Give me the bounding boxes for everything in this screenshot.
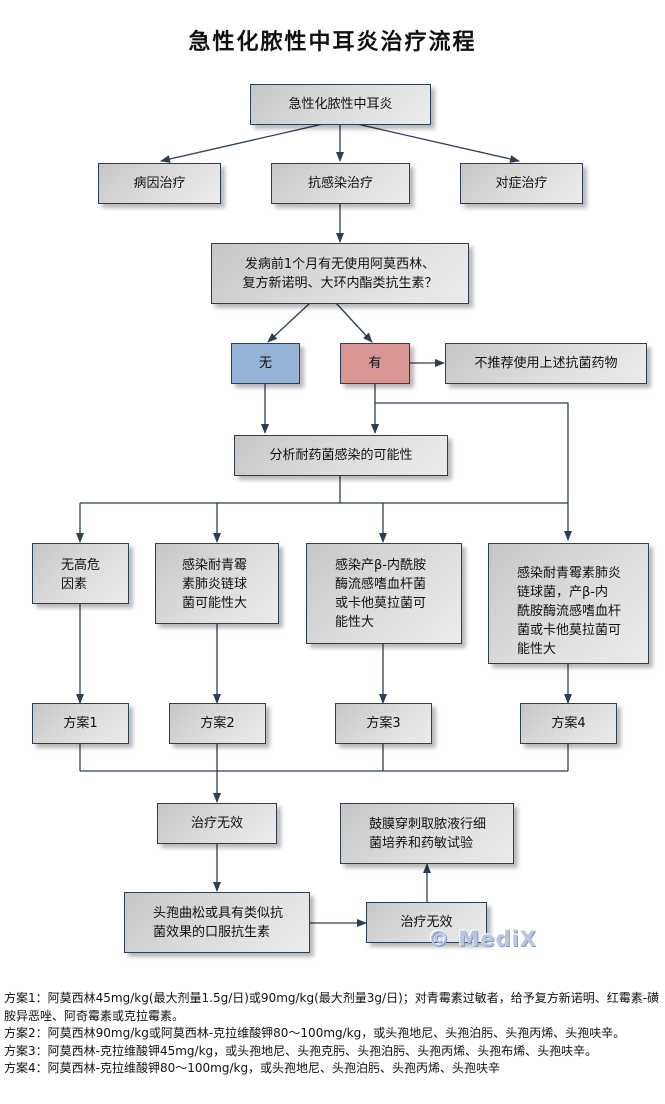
node-ineffective-1: 治疗无效 bbox=[157, 803, 277, 844]
node-ceph-label: 头孢曲松或具有类似抗 菌效果的口服抗生素 bbox=[153, 905, 284, 940]
node-plan1: 方案1 bbox=[32, 703, 129, 744]
edge-question-no bbox=[267, 302, 311, 343]
node-risk4: 感染耐青霉素肺炎 链球菌，产β-内 酰胺酶流感嗜血杆 菌或卡他莫拉菌可 能性大 bbox=[488, 543, 649, 664]
node-plan2: 方案2 bbox=[169, 703, 266, 744]
node-anti-infection-label: 抗感染治疗 bbox=[307, 176, 373, 191]
note-plan2: 方案2：阿莫西林90mg/kg或阿莫西林-克拉维酸钾80～100mg/kg，或头… bbox=[4, 1026, 626, 1040]
node-no-label: 无 bbox=[258, 356, 272, 371]
node-culture-label: 鼓膜穿刺取脓液行细 菌培养和药敏试验 bbox=[369, 816, 487, 851]
node-ineffective-2-label: 治疗无效 bbox=[400, 915, 453, 930]
node-ineffective-2: 治疗无效 bbox=[366, 902, 487, 943]
edge-root-symptomatic bbox=[356, 123, 520, 163]
node-yes: 有 bbox=[340, 343, 410, 384]
node-etiology: 病因治疗 bbox=[98, 163, 221, 204]
medix-watermark: © MediX bbox=[428, 927, 537, 951]
node-risk4-label: 感染耐青霉素肺炎 链球菌，产β-内 酰胺酶流感嗜血杆 菌或卡他莫拉菌可 能性大 bbox=[517, 566, 622, 657]
node-yes-label: 有 bbox=[368, 356, 382, 371]
node-symptomatic-label: 对症治疗 bbox=[495, 176, 548, 191]
page-title: 急性化脓性中耳炎治疗流程 bbox=[188, 30, 477, 55]
node-risk2-label: 感染耐青霉 素肺炎链球 菌可能性大 bbox=[182, 558, 248, 611]
node-no: 无 bbox=[231, 343, 300, 384]
node-plan4: 方案4 bbox=[520, 703, 617, 744]
note-plan4: 方案4：阿莫西林-克拉维酸钾80～100mg/kg，或头孢地尼、头孢泊肟、头孢丙… bbox=[4, 1061, 501, 1075]
node-plan1-label: 方案1 bbox=[63, 716, 98, 731]
node-plan3: 方案3 bbox=[335, 703, 432, 744]
node-analyze-label: 分析耐药菌感染的可能性 bbox=[269, 448, 413, 463]
node-symptomatic: 对症治疗 bbox=[460, 163, 583, 204]
note-plan1: 方案1：阿莫西林45mg/kg(最大剂量1.5g/日)或90mg/kg(最大剂量… bbox=[4, 991, 660, 1023]
node-root-label: 急性化脓性中耳炎 bbox=[288, 97, 393, 112]
node-ineffective-1-label: 治疗无效 bbox=[190, 816, 243, 831]
edge-yes-risk4 bbox=[375, 402, 572, 541]
node-risk1-label: 无高危 因素 bbox=[61, 558, 101, 592]
node-risk2: 感染耐青霉 素肺炎链球 菌可能性大 bbox=[155, 543, 279, 624]
node-not-recommended-label: 不推荐使用上述抗菌药物 bbox=[474, 356, 618, 371]
node-risk3: 感染产β-内酰胺 酶流感嗜血杆菌 或卡他莫拉菌可 能性大 bbox=[306, 543, 462, 644]
node-anti-infection: 抗感染治疗 bbox=[271, 163, 410, 204]
node-etiology-label: 病因治疗 bbox=[133, 176, 186, 191]
edge-question-yes bbox=[335, 302, 373, 343]
note-plan3: 方案3：阿莫西林-克拉维酸钾45mg/kg，或头孢地尼、头孢克肟、头孢泊肟、头孢… bbox=[4, 1043, 598, 1058]
node-culture: 鼓膜穿刺取脓液行细 菌培养和药敏试验 bbox=[340, 803, 514, 864]
node-question: 发病前1个月有无使用阿莫西林、 复方新诺明、大环内酯类抗生素？ bbox=[211, 243, 469, 304]
node-risk3-label: 感染产β-内酰胺 酶流感嗜血杆菌 或卡他莫拉菌可 能性大 bbox=[335, 558, 427, 630]
node-question-label: 发病前1个月有无使用阿莫西林、 复方新诺明、大环内酯类抗生素？ bbox=[242, 256, 438, 291]
plan-notes: 方案1：阿莫西林45mg/kg(最大剂量1.5g/日)或90mg/kg(最大剂量… bbox=[4, 990, 664, 1078]
node-root: 急性化脓性中耳炎 bbox=[250, 84, 431, 125]
node-analyze: 分析耐药菌感染的可能性 bbox=[234, 435, 448, 476]
node-plan4-label: 方案4 bbox=[551, 716, 586, 731]
node-not-recommended: 不推荐使用上述抗菌药物 bbox=[445, 343, 647, 384]
node-plan2-label: 方案2 bbox=[200, 716, 235, 731]
node-plan3-label: 方案3 bbox=[366, 716, 401, 731]
edge-root-etiology bbox=[160, 123, 324, 163]
node-risk1: 无高危 因素 bbox=[32, 543, 129, 604]
node-ceph: 头孢曲松或具有类似抗 菌效果的口服抗生素 bbox=[124, 892, 310, 953]
